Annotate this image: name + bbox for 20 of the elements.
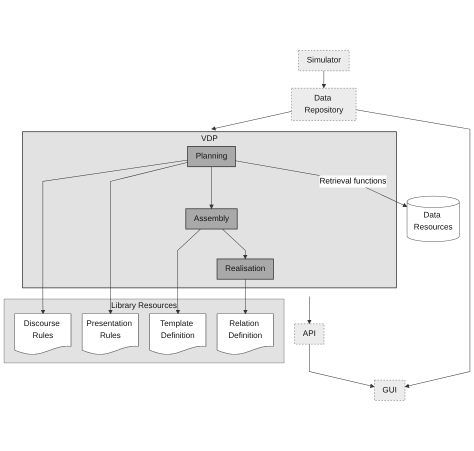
- arrow: [176, 228, 201, 314]
- edge-label: Retrieval functions: [319, 176, 386, 186]
- arrow: [322, 70, 326, 88]
- arrow: [309, 344, 375, 388]
- node-box: Simulator: [298, 50, 350, 72]
- node-box: GUI: [374, 380, 406, 401]
- arrow: [108, 162, 188, 314]
- arrow: [235, 160, 408, 208]
- node-box: Data Repository: [291, 88, 356, 121]
- arrow: [211, 111, 292, 130]
- arrow: [307, 296, 312, 324]
- arrow: [243, 278, 248, 314]
- node-box: Planning: [187, 146, 236, 168]
- arrow: [209, 166, 214, 209]
- node-box: Realisation: [216, 258, 274, 280]
- arrow: [356, 110, 470, 388]
- arrow: [222, 228, 248, 260]
- node-box: Assembly: [185, 208, 238, 230]
- arrow: [40, 160, 188, 314]
- node-box: API: [294, 324, 324, 344]
